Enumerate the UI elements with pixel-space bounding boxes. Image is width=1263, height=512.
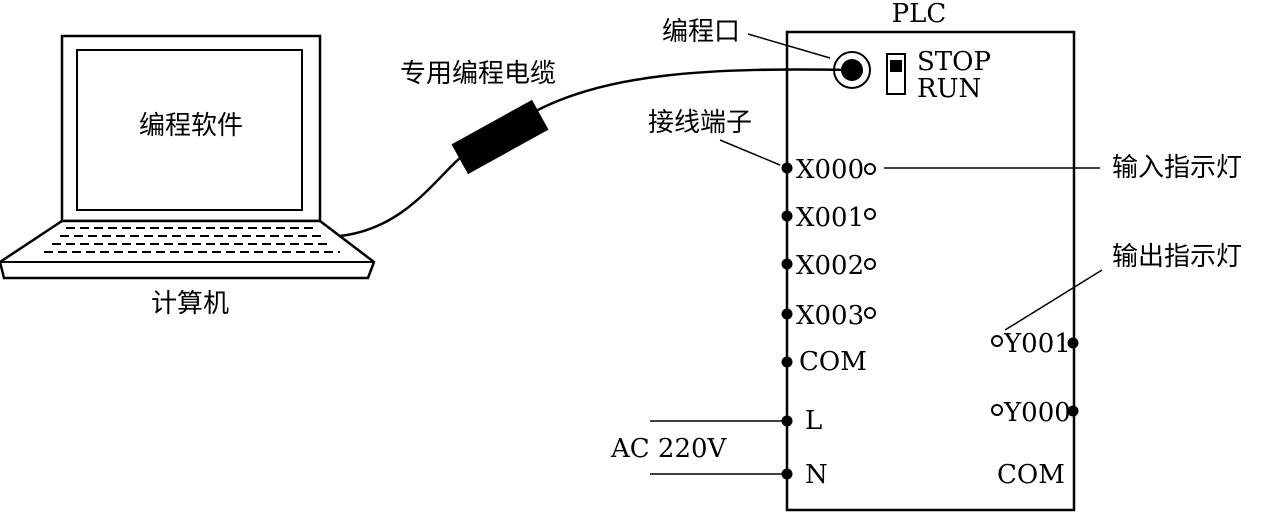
- power-l-terminal: L: [650, 406, 822, 436]
- power-n-terminal: N: [650, 460, 828, 490]
- plc-title: PLC: [892, 0, 947, 29]
- input-label: X001: [796, 203, 864, 233]
- input-indicator-lamp: [864, 307, 876, 319]
- input-terminal-x003: X003: [781, 301, 876, 331]
- output-terminal-y000: Y000: [991, 398, 1079, 428]
- terminal-dot: [781, 258, 793, 270]
- port-label: 编程口: [662, 17, 740, 47]
- switch-lever: [890, 60, 902, 72]
- power-supply-label: AC 220V: [610, 434, 728, 464]
- cable-wire-2: [519, 68, 853, 122]
- input-terminal-x002: X002: [781, 251, 876, 281]
- cable-label: 专用编程电缆: [400, 59, 556, 89]
- terminal-dot: [781, 210, 793, 222]
- input-indicator-callout: 输入指示灯: [884, 153, 1242, 183]
- terminal-dot: [781, 308, 793, 320]
- output-label: Y001: [1003, 329, 1071, 359]
- input-label: X002: [796, 251, 864, 281]
- terminal-dot: [1067, 405, 1079, 417]
- switch-run-label: RUN: [917, 74, 981, 104]
- input-label: X003: [796, 301, 864, 331]
- output-indicator-leader: [1004, 269, 1103, 331]
- screen-software-label: 编程软件: [139, 111, 243, 141]
- cable-wire: [339, 148, 471, 238]
- laptop-keyboard-base: [0, 219, 376, 280]
- laptop-screen: [76, 49, 303, 211]
- output-indicator-callout: 输出指示灯: [1004, 242, 1242, 331]
- input-indicator-label: 输入指示灯: [1112, 153, 1242, 183]
- input-indicator-lamp: [864, 163, 876, 175]
- terminal-dot: [781, 415, 793, 427]
- input-com-terminal: COM: [781, 347, 867, 377]
- stop-run-switch: [886, 53, 906, 95]
- input-com-label: COM: [799, 347, 867, 377]
- terminal-dot: [781, 356, 793, 368]
- output-label: Y000: [1003, 398, 1071, 428]
- cable-converter-box: [451, 99, 549, 175]
- laptop-computer: 编程软件 计算机: [0, 34, 376, 319]
- programming-port: [841, 59, 863, 81]
- terminal-dot: [781, 162, 793, 174]
- output-indicator-label: 输出指示灯: [1112, 242, 1242, 272]
- output-indicator-lamp: [991, 404, 1003, 416]
- output-com-label: COM: [997, 460, 1065, 490]
- input-indicator-lamp: [864, 208, 876, 220]
- plc-body: [785, 30, 1076, 512]
- switch-stop-label: STOP: [917, 47, 991, 77]
- input-terminal-x001: X001: [781, 203, 876, 233]
- terminals-label: 接线端子: [648, 108, 752, 138]
- port-outer-ring: [833, 51, 871, 89]
- programming-cable: 专用编程电缆: [339, 59, 853, 238]
- port-leader-line: [747, 33, 831, 59]
- power-l-label: L: [805, 406, 822, 436]
- input-terminal-x000: X000: [781, 155, 876, 185]
- terminal-dot: [1067, 337, 1079, 349]
- input-label: X000: [796, 155, 864, 185]
- output-terminal-y001: Y001: [991, 329, 1079, 359]
- terminal-dot: [781, 468, 793, 480]
- computer-label: 计算机: [151, 289, 229, 319]
- terminals-leader-line: [719, 139, 781, 166]
- keyboard-keys: [44, 227, 340, 253]
- input-indicator-lamp: [864, 258, 876, 270]
- output-indicator-lamp: [991, 335, 1003, 347]
- power-n-label: N: [805, 460, 828, 490]
- plc-unit: PLC 编程口 STOP RUN 接线端子 X000 X001 X002: [610, 0, 1079, 512]
